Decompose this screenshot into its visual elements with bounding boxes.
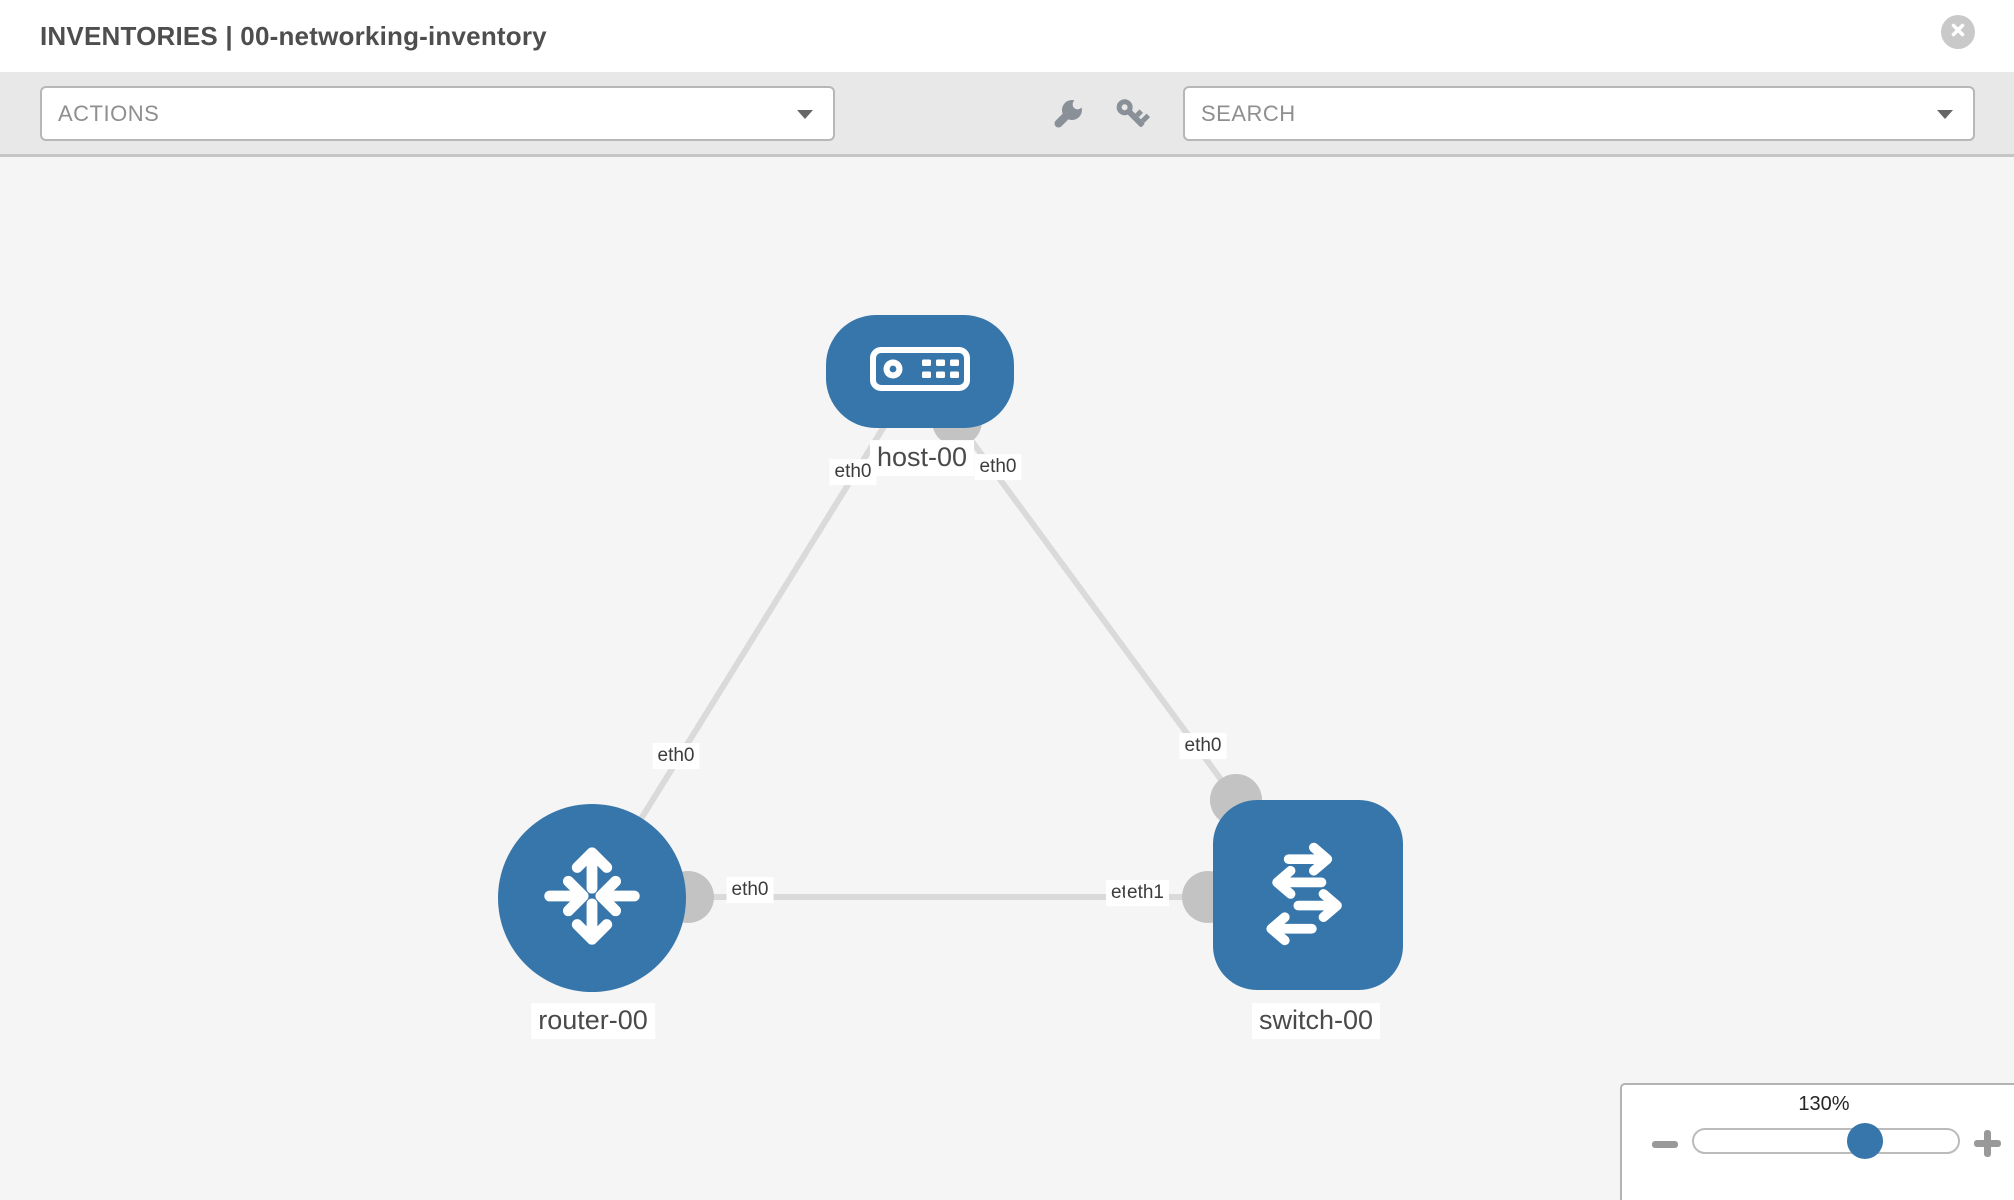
zoom-out-button[interactable] bbox=[1652, 1134, 1678, 1155]
page-title: INVENTORIES | 00-networking-inventory bbox=[40, 21, 547, 51]
interface-label-router-to-host: eth0 bbox=[652, 743, 700, 769]
node-label-router: router-00 bbox=[531, 1003, 655, 1039]
node-host[interactable] bbox=[826, 315, 1014, 428]
interface-label-eth1: eth1 bbox=[1125, 880, 1169, 906]
zoom-in-button[interactable] bbox=[1974, 1130, 2001, 1157]
actions-dropdown-label: ACTIONS bbox=[58, 101, 160, 126]
node-label-host: host-00 bbox=[869, 440, 975, 476]
zoom-level-value: 130% bbox=[1798, 1093, 1850, 1115]
interface-label-router-to-switch: eth0 bbox=[726, 877, 774, 903]
node-router[interactable] bbox=[498, 804, 686, 992]
search-dropdown-label: SEARCH bbox=[1201, 101, 1296, 126]
credentials-button[interactable] bbox=[1113, 95, 1151, 133]
topology-canvas[interactable]: host-00 router-00 switch-00 eth0 eth0 et… bbox=[0, 157, 2014, 1200]
toolbar: ACTIONS SEARCH bbox=[0, 72, 2014, 157]
close-icon bbox=[1950, 22, 1966, 43]
zoom-slider-thumb[interactable] bbox=[1847, 1123, 1883, 1159]
interface-label-host-to-switch: eth0 bbox=[974, 454, 1022, 480]
node-label-switch: switch-00 bbox=[1251, 1003, 1381, 1039]
configure-button[interactable] bbox=[1049, 95, 1087, 133]
node-switch[interactable] bbox=[1213, 800, 1403, 990]
minus-icon bbox=[1652, 1141, 1678, 1148]
interface-label-switch-to-host: eth0 bbox=[1179, 733, 1227, 759]
wrench-icon bbox=[1042, 90, 1093, 141]
close-button[interactable] bbox=[1941, 15, 1975, 49]
links-layer bbox=[589, 396, 1262, 923]
chevron-down-icon bbox=[797, 110, 813, 119]
interface-label-host-to-router: eth0 bbox=[829, 459, 877, 485]
actions-dropdown[interactable]: ACTIONS bbox=[40, 86, 835, 141]
search-dropdown[interactable]: SEARCH bbox=[1183, 86, 1975, 141]
router-device-icon bbox=[533, 837, 651, 960]
chevron-down-icon bbox=[1937, 110, 1953, 119]
interface-label-switch-to-router: eth0 eth1 bbox=[1106, 880, 1169, 906]
key-icon bbox=[1106, 90, 1157, 141]
title-bar: INVENTORIES | 00-networking-inventory bbox=[0, 0, 2014, 72]
host-device-icon bbox=[869, 345, 971, 398]
zoom-panel: 130% bbox=[1620, 1083, 2014, 1200]
zoom-slider-track[interactable] bbox=[1692, 1128, 1960, 1154]
switch-device-icon bbox=[1250, 835, 1366, 956]
